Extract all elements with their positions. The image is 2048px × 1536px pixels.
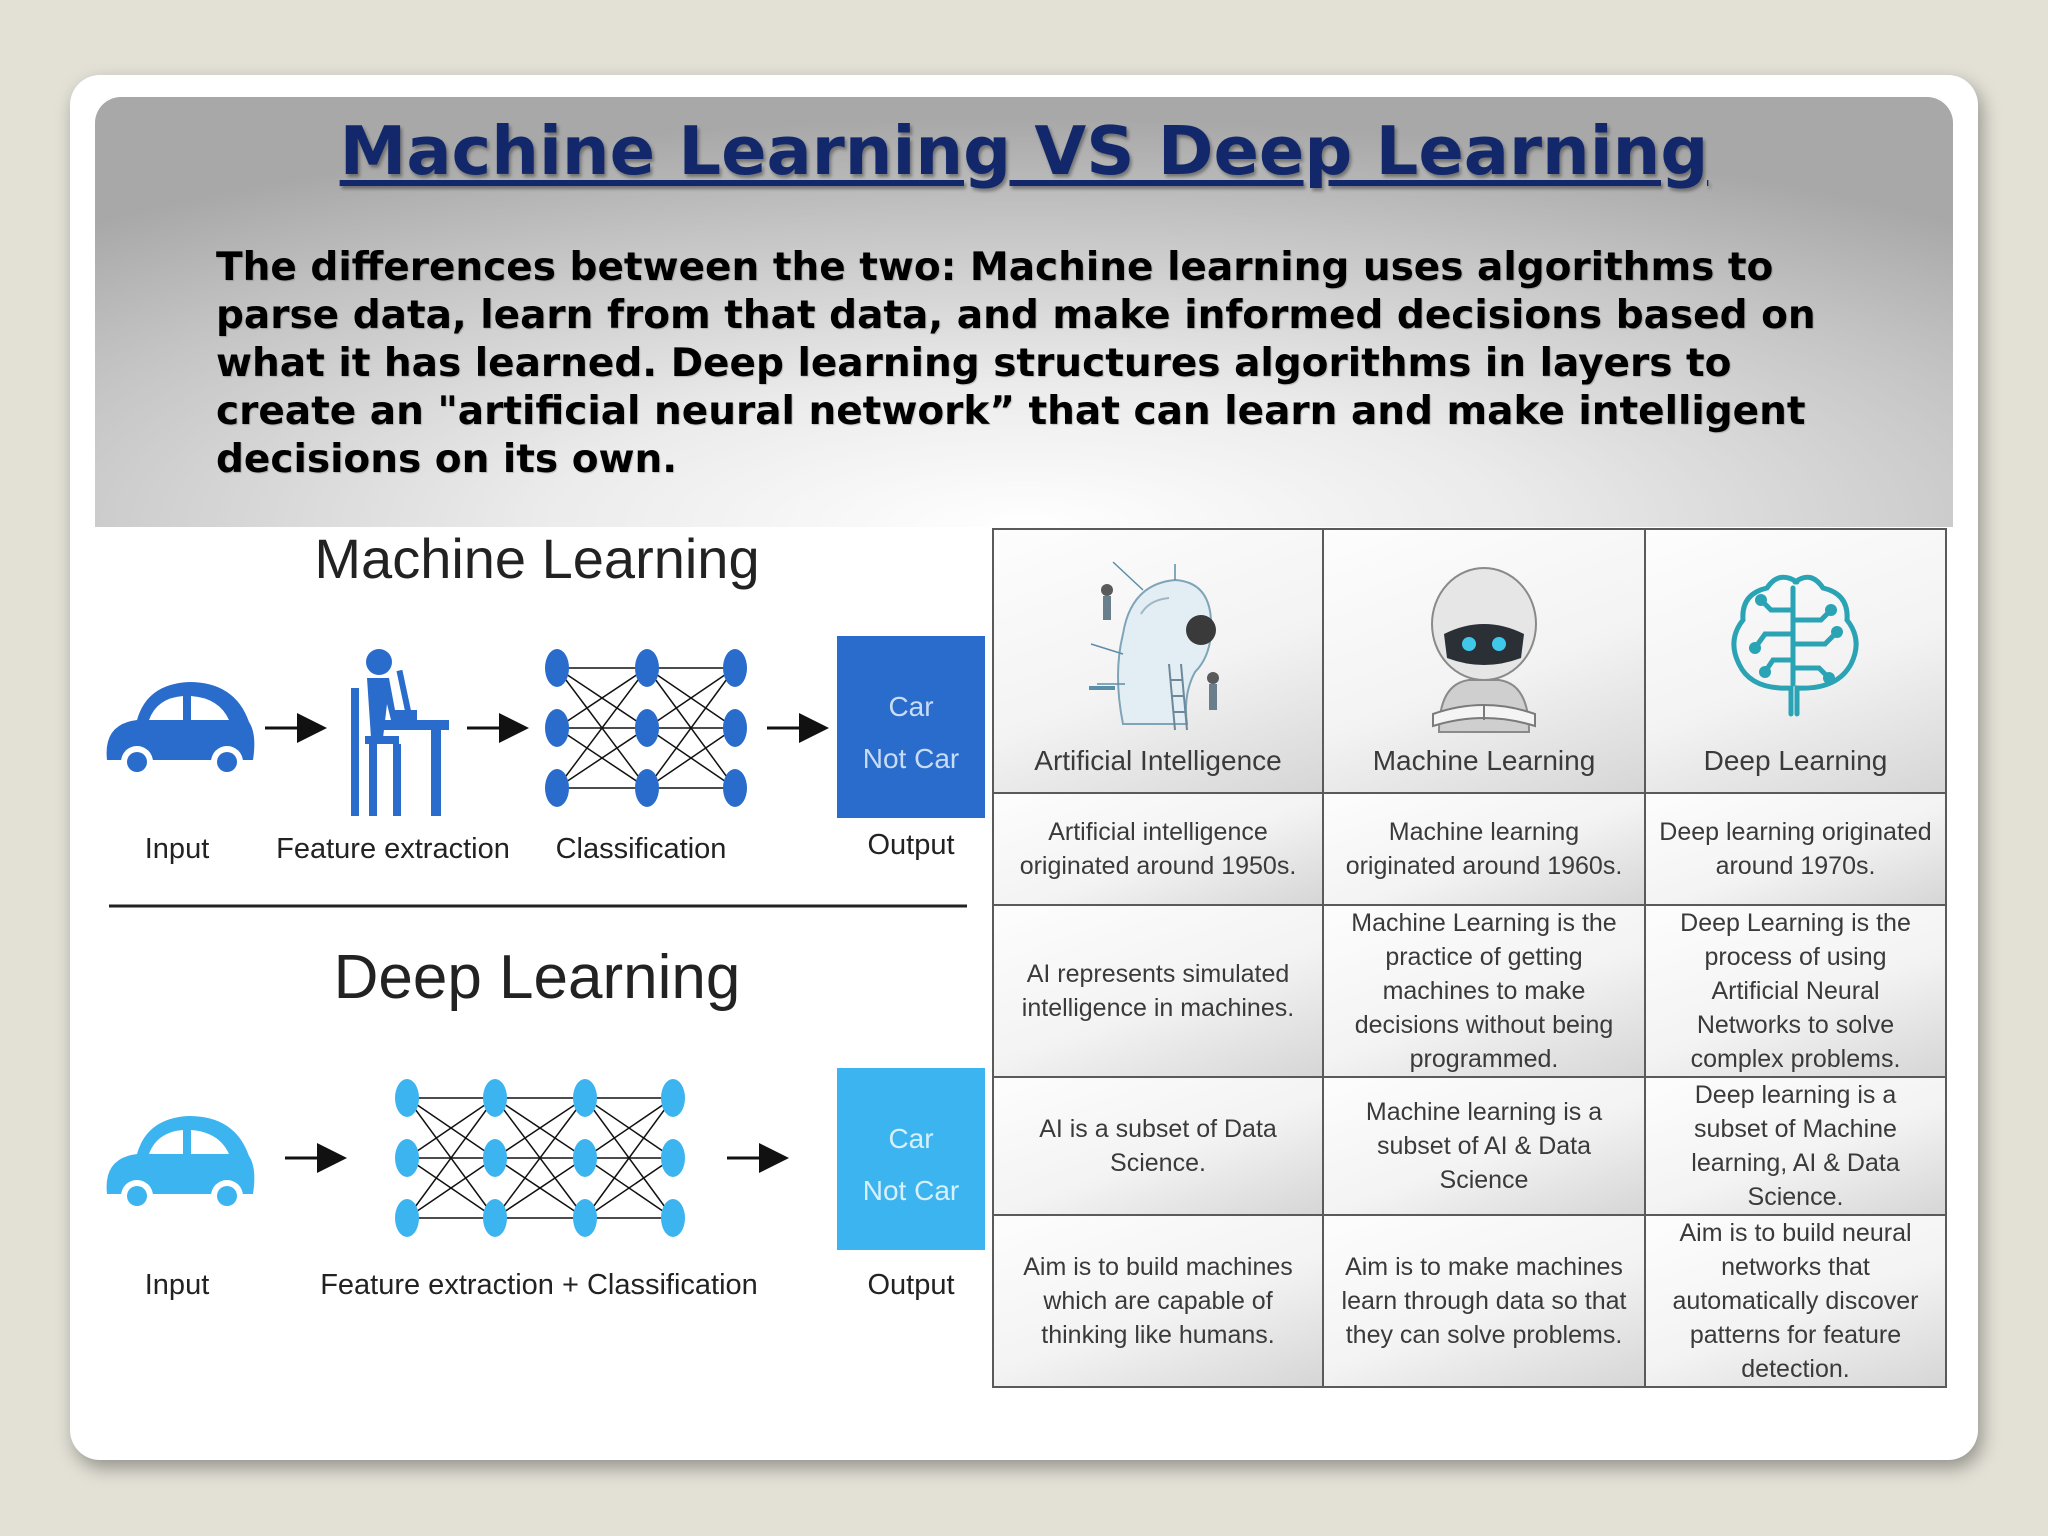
header-cell-ai: Artificial Intelligence [992,528,1324,794]
person-at-computer-icon [351,649,449,816]
table-row: AI is a subset of Data Science. Machine … [992,1076,1947,1216]
header-cell-ml: Machine Learning [1322,528,1646,794]
circuit-brain-icon [1730,574,1859,717]
ml-output-car: Car [888,691,933,722]
header-cell-dl: Deep Learning [1644,528,1947,794]
table-cell: Aim is to build machines which are capab… [992,1214,1324,1388]
table-row: Aim is to build machines which are capab… [992,1214,1947,1388]
table-header-row: Artificial Intelligence Machine Learning [992,528,1947,794]
deep-neural-network-icon [395,1079,685,1237]
ml-vs-dl-diagram: Machine Learning Car Not C [95,528,985,1308]
table-cell: Artificial intelligence originated aroun… [992,792,1324,906]
slide-banner [95,97,1953,527]
ai-head-icon [1089,561,1219,731]
table-cell: Machine learning is a subset of AI & Dat… [1322,1076,1646,1216]
header-label-ai: Artificial Intelligence [1034,745,1282,776]
slide-body-text: The differences between the two: Machine… [216,245,1816,482]
table-cell: AI is a subset of Data Science. [992,1076,1324,1216]
table-cell: Deep learning originated around 1970s. [1644,792,1947,906]
robot-reading-icon [1431,567,1537,733]
ml-label-output: Output [867,829,954,861]
header-label-ml: Machine Learning [1372,745,1596,776]
car-icon [106,682,255,778]
header-label-dl: Deep Learning [1703,745,1888,776]
table-row: Artificial intelligence originated aroun… [992,792,1947,906]
table-cell: Machine learning originated around 1960s… [1322,792,1646,906]
table-cell: Aim is to build neural networks that aut… [1644,1214,1947,1388]
dl-label-input: Input [145,1269,210,1301]
dl-label-output: Output [867,1269,954,1301]
dl-output-car: Car [888,1123,933,1154]
dl-label-feature-classification: Feature extraction + Classification [320,1269,758,1301]
dl-output-not-car: Not Car [863,1175,959,1206]
ml-output-not-car: Not Car [863,743,959,774]
dl-output-box [837,1068,985,1250]
table-cell: Deep Learning is the process of using Ar… [1644,904,1947,1078]
table-cell: Machine Learning is the practice of gett… [1322,904,1646,1078]
ml-diagram-title: Machine Learning [314,528,759,590]
neural-network-icon [545,649,747,807]
ml-label-input: Input [145,833,210,865]
ml-label-feature-extraction: Feature extraction [276,833,510,865]
ml-output-box [837,636,985,818]
table-cell: AI represents simulated intelligence in … [992,904,1324,1078]
table-cell: Aim is to make machines learn through da… [1322,1214,1646,1388]
dl-diagram-title: Deep Learning [334,943,741,1012]
comparison-table: Artificial Intelligence Machine Learning [992,528,1947,1388]
table-cell: Deep learning is a subset of Machine lea… [1644,1076,1947,1216]
ml-label-classification: Classification [556,833,727,865]
car-icon [106,1116,255,1212]
table-row: AI represents simulated intelligence in … [992,904,1947,1078]
slide-title: Machine Learning VS Deep Learning [339,112,1709,190]
